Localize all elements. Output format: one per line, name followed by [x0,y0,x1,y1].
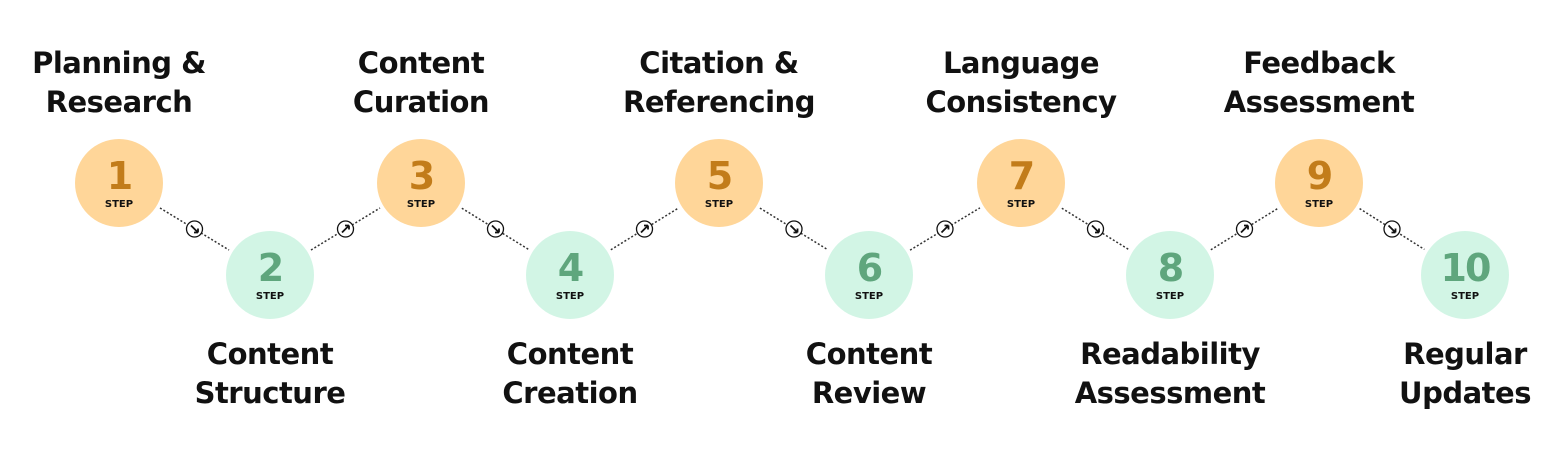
connector [759,207,829,251]
step-title-line: Content [357,46,485,80]
connector [461,207,530,251]
step-title-line: Planning & [32,46,206,80]
step-word: STEP [406,198,436,210]
step-number: 7 [1008,153,1035,198]
step-title-line: Feedback [1243,46,1395,80]
connector [159,207,230,251]
dotted-line [461,207,530,251]
step-number: 9 [1306,153,1333,198]
step-title-line: Research [45,85,193,119]
step-title-line: Content [805,337,933,371]
step-number: 6 [856,245,883,290]
step-title-line: Updates [1399,376,1531,410]
step-title-line: Assessment [1074,376,1266,410]
step-word: STEP [1006,198,1036,210]
step-word: STEP [854,290,884,302]
step-number: 5 [706,153,733,198]
step-number: 2 [257,245,284,290]
connector [610,207,679,251]
arrow-down-right-icon [185,220,204,238]
dotted-line [759,207,829,251]
step-title-line: Referencing [623,85,815,119]
step-word: STEP [1155,290,1185,302]
arrow-down-right-icon [486,220,505,238]
connector [310,207,381,251]
step-title-line: Review [811,376,927,410]
arrow-down-right-icon [1086,220,1105,238]
step-title-line: Language [942,46,1100,80]
step-title-line: Citation & [639,46,799,80]
step-number: 4 [557,245,584,290]
step-number: 8 [1157,245,1184,290]
arrow-up-right-icon [1235,220,1254,238]
step-title-line: Content [206,337,334,371]
step-word: STEP [555,290,585,302]
connector [1210,207,1279,251]
step-title-line: Creation [502,376,638,410]
step-title-line: Regular [1403,337,1527,371]
step-title: Citation & Referencing [589,44,849,122]
step-word: STEP [1450,290,1480,302]
arrow-up-right-icon [635,220,654,238]
connector [1359,207,1425,251]
step-number: 10 [1440,245,1492,290]
step-number: 3 [408,153,435,198]
step-title-line: Consistency [925,85,1117,119]
step-word: STEP [704,198,734,210]
dotted-line [1061,207,1130,251]
dotted-line [1210,207,1279,251]
connector [1061,207,1130,251]
arrow-down-right-icon [785,220,803,238]
step-title-line: Assessment [1223,85,1415,119]
step-title-line: Readability [1080,337,1260,371]
step-word: STEP [255,290,285,302]
step-number: 1 [106,153,133,198]
step-title: Planning & Research [0,44,249,122]
connector [909,207,981,251]
step-title-line: Curation [352,85,490,119]
arrow-up-right-icon [936,220,954,238]
arrow-down-right-icon [1383,220,1401,238]
step-word: STEP [104,198,134,210]
step-title-line: Content [506,337,634,371]
dotted-line [610,207,679,251]
dotted-line [1359,207,1425,251]
step-title-line: Structure [194,376,346,410]
arrow-up-right-icon [336,220,355,238]
step-word: STEP [1304,198,1334,210]
